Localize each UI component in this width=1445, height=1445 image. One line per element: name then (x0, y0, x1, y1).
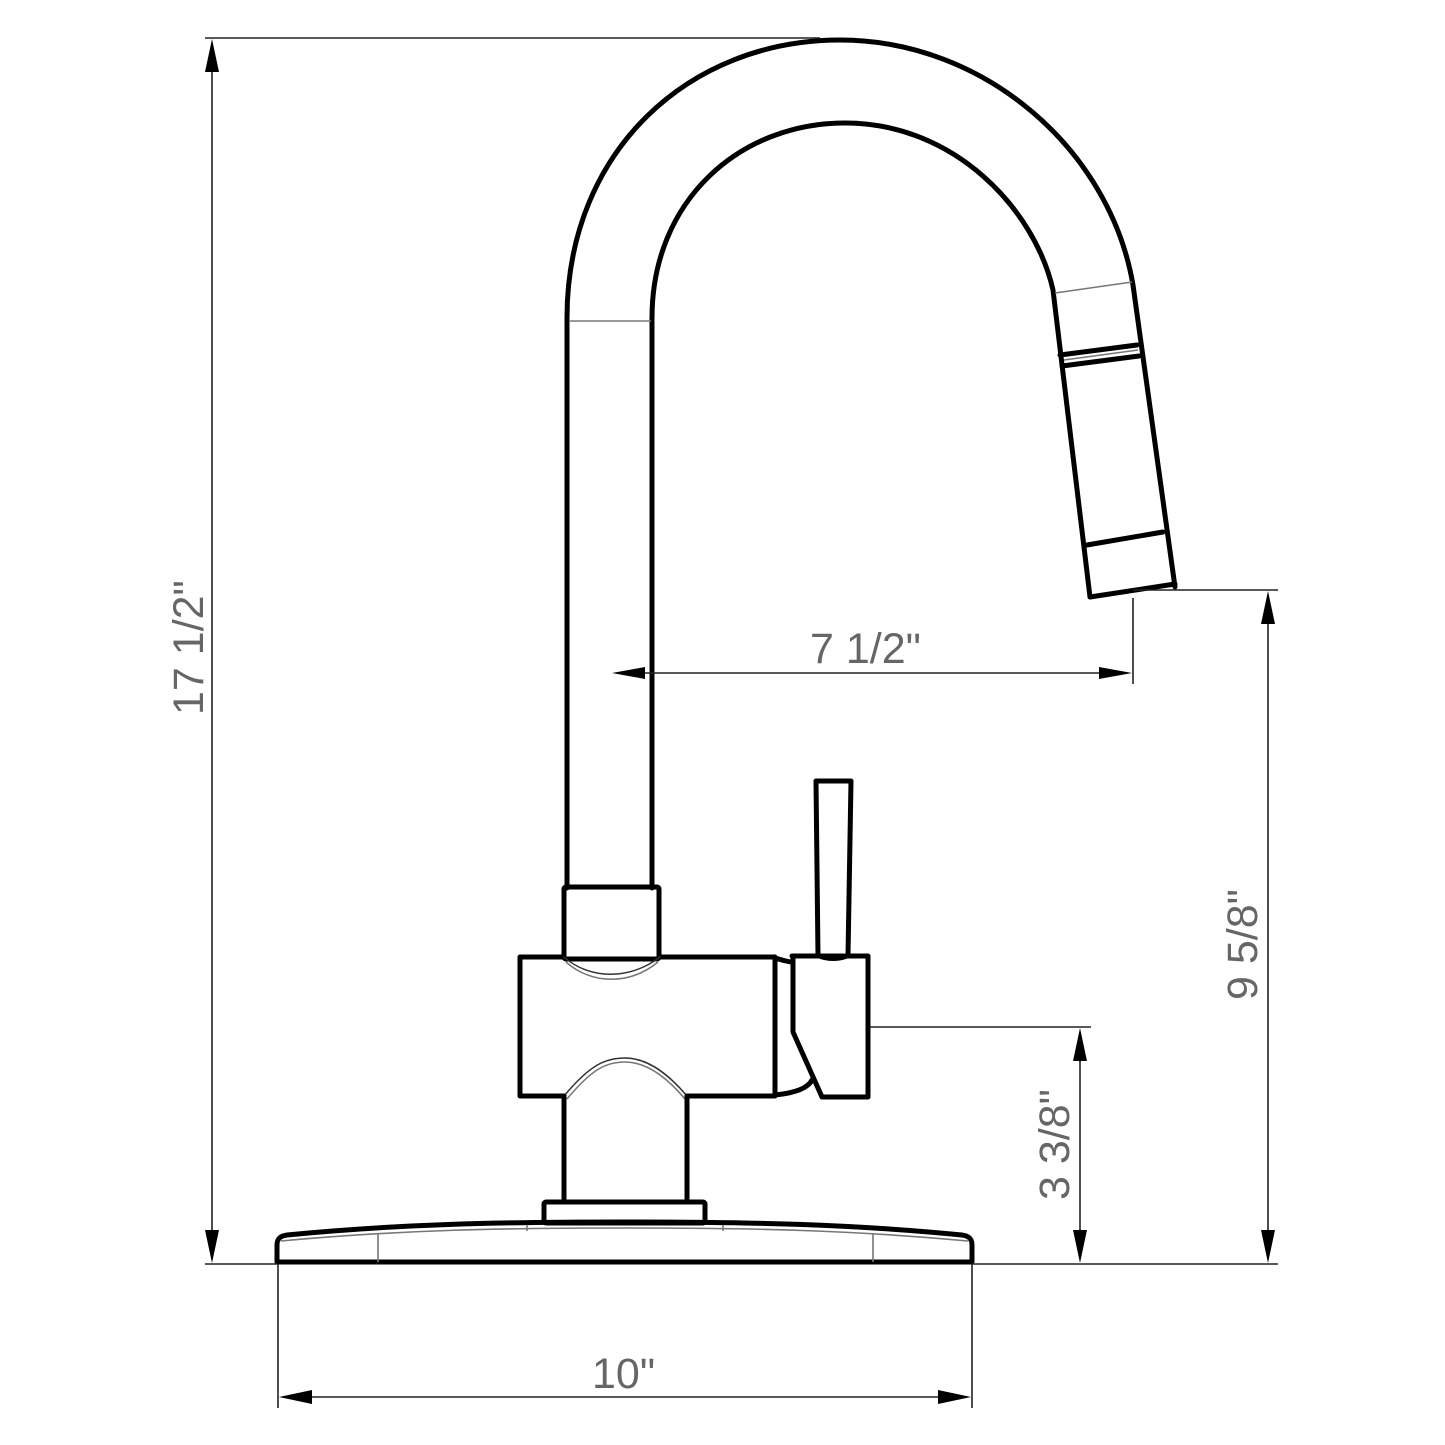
dimension-spout-clearance: 9 5/8" (1133, 589, 1278, 1263)
spout-reach-label: 7 1/2" (810, 625, 921, 673)
dimension-overall-height: 17 1/2" (165, 37, 820, 1265)
dimension-handle-height: 3 3/8" (870, 1026, 1091, 1263)
overall-height-label: 17 1/2" (165, 580, 213, 715)
arrow-right-icon (938, 1390, 971, 1404)
dimension-spout-reach: 7 1/2" (612, 598, 1134, 684)
lever-hub (772, 953, 871, 1100)
spout-collar (561, 884, 662, 962)
arrow-left-icon (279, 1390, 312, 1404)
handle-lever (813, 778, 854, 959)
arrow-up-icon (1261, 591, 1275, 624)
handle-height-label: 3 3/8" (1031, 1089, 1079, 1200)
gooseneck-spout (564, 37, 1178, 891)
spray-head (1057, 342, 1178, 600)
spout-clearance-label: 9 5/8" (1219, 889, 1267, 1000)
arrow-up-icon (1073, 1028, 1087, 1061)
arrow-down-icon (1261, 1230, 1275, 1263)
arrow-right-icon (1099, 667, 1132, 679)
faucet (274, 37, 1178, 1265)
arrow-left-icon (612, 667, 645, 679)
arrow-down-icon (205, 1230, 219, 1263)
deck-plate (274, 1219, 975, 1265)
base-width-label: 10" (592, 1350, 655, 1398)
valve-body (517, 954, 778, 1100)
shank (561, 1093, 690, 1205)
arrow-down-icon (1073, 1230, 1087, 1263)
arrow-up-icon (205, 39, 219, 72)
dimension-base-width: 10" (277, 1264, 973, 1408)
